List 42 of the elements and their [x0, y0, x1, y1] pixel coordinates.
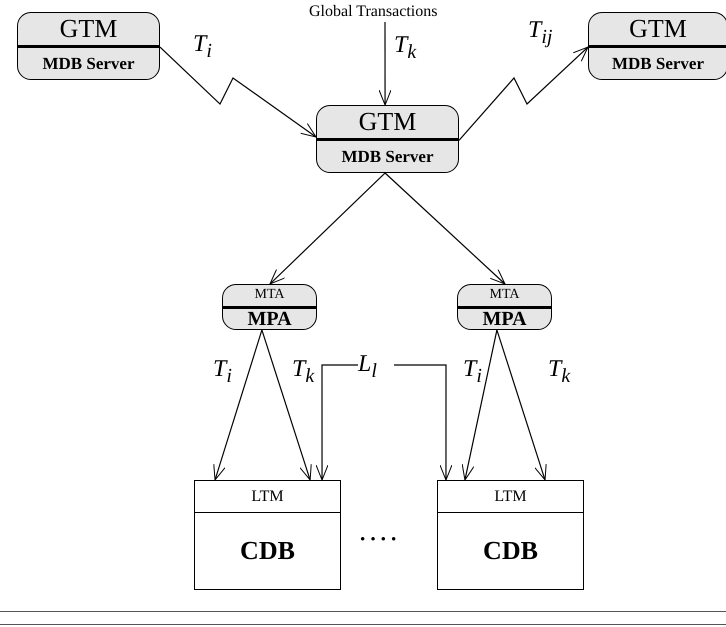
- server-box: [316, 105, 459, 173]
- box-heading: MTA: [223, 285, 316, 308]
- box-heading: LTM: [195, 481, 340, 513]
- box-subheading: MDB Server: [41, 52, 136, 75]
- server-box: [588, 12, 726, 80]
- box-subheading: MPA: [246, 308, 293, 329]
- box-title: CDB: [239, 535, 296, 567]
- box-title: CDB: [482, 535, 539, 567]
- ellipsis-label: ····: [359, 526, 400, 552]
- arrow: [378, 22, 392, 106]
- edge-label: T$_{k}$: [292, 357, 314, 386]
- arrow: [261, 330, 312, 480]
- arrow: [384, 172, 506, 284]
- input-label: Global Transactions: [309, 4, 461, 22]
- lock-label: L$_{l}$: [358, 352, 394, 378]
- box-subheading: MDB Server: [610, 52, 706, 75]
- edge-label: T$_{i}$: [463, 357, 482, 386]
- database-box: [194, 480, 341, 590]
- edge-label: T$_{i}$: [213, 357, 232, 386]
- box-subheading: MDB Server: [340, 146, 435, 168]
- arrow: [213, 330, 262, 480]
- arrow: [394, 364, 452, 480]
- edge-label: T$_{ij}$: [528, 18, 552, 47]
- box-heading: GTM: [18, 13, 159, 48]
- arrow: [316, 364, 358, 480]
- box-heading: LTM: [438, 481, 583, 513]
- arrow: [496, 330, 547, 480]
- arrow: [269, 172, 386, 284]
- edge-label: T$_{k}$: [548, 357, 570, 386]
- server-box: [222, 284, 317, 330]
- box-heading: MTA: [458, 285, 551, 308]
- box-heading: GTM: [317, 106, 458, 140]
- edge-label: T$_{k}$: [394, 33, 416, 62]
- server-box: [457, 284, 552, 330]
- database-box: [437, 480, 584, 590]
- box-subheading: MPA: [481, 308, 528, 329]
- server-box: [17, 12, 160, 80]
- arrow: [462, 330, 498, 480]
- arrow: [160, 46, 316, 138]
- box-heading: GTM: [589, 13, 726, 48]
- arrow: [458, 46, 588, 141]
- edge-label: T$_{i}$: [193, 32, 212, 61]
